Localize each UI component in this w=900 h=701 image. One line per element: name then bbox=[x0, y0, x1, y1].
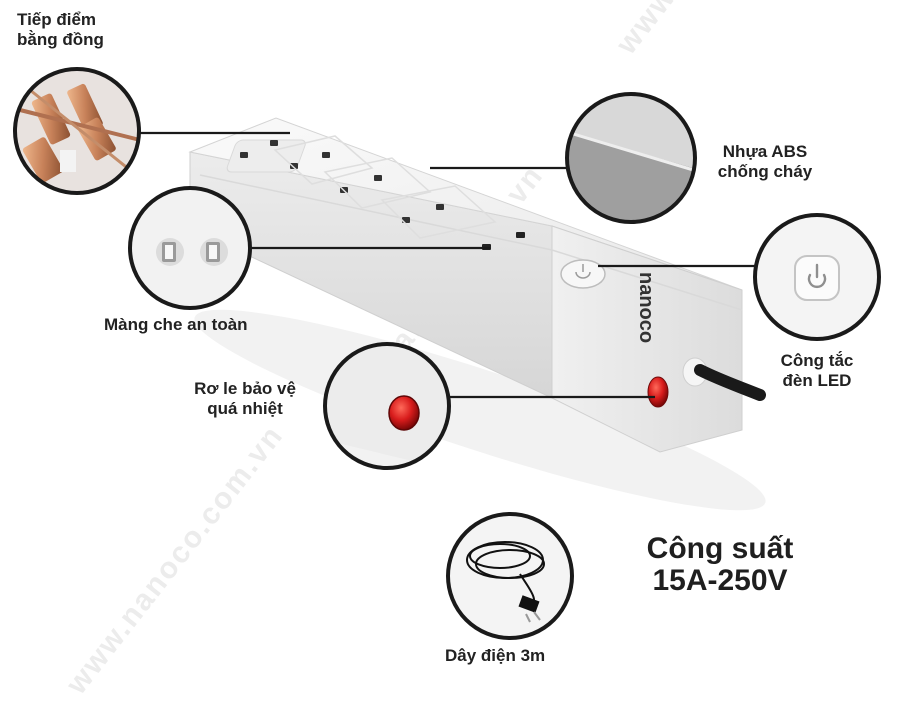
safety-shutter-detail bbox=[128, 186, 252, 310]
thermal-relay-detail bbox=[323, 342, 451, 470]
power-spec-line2: 15A-250V bbox=[652, 564, 788, 597]
product-scene: nanoco bbox=[13, 67, 881, 640]
power-icon bbox=[807, 273, 827, 288]
strip-relay-button bbox=[647, 376, 669, 408]
label-abs-plastic: Nhựa ABS chống cháy bbox=[717, 142, 813, 181]
leader-lines bbox=[139, 131, 760, 399]
abs-plastic-detail bbox=[565, 92, 697, 224]
label-copper-contacts: Tiếp điểm bằng đồng bbox=[17, 10, 104, 49]
label-cable: Dây điện 3m bbox=[445, 646, 546, 665]
brand-logo: nanoco bbox=[635, 272, 657, 343]
led-switch-detail bbox=[753, 213, 881, 341]
socket-2 bbox=[290, 152, 330, 169]
label-led-switch: Công tắc đèn LED bbox=[780, 351, 854, 390]
power-strip: nanoco bbox=[188, 117, 766, 511]
copper-contacts-detail bbox=[13, 67, 141, 195]
strip-cable bbox=[694, 364, 766, 401]
power-spec: Công suất 15A-250V bbox=[600, 533, 840, 597]
power-spec-line1: Công suất bbox=[646, 532, 794, 565]
strip-power-button bbox=[560, 259, 606, 289]
cable-detail bbox=[446, 512, 574, 640]
label-thermal-relay: Rơ le bảo vệ quá nhiệt bbox=[194, 379, 296, 418]
label-safety-shutter: Màng che an toàn bbox=[104, 315, 248, 334]
